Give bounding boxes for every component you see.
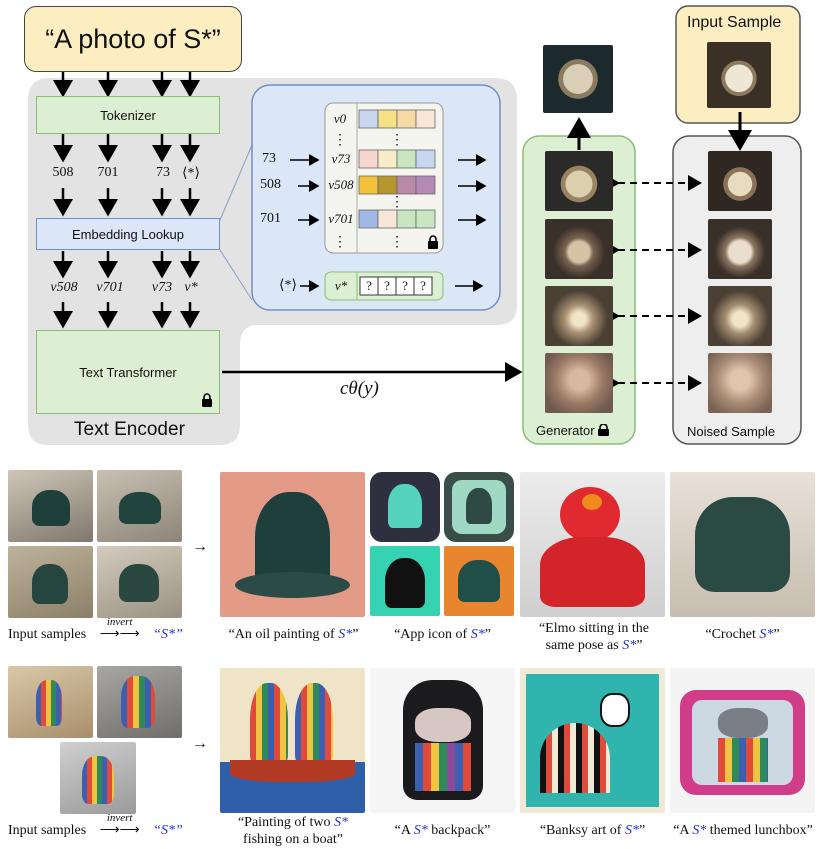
conditioning-label: cθ(y): [340, 378, 379, 399]
row-index-508: 508: [260, 177, 281, 192]
row-input-arrows: [290, 154, 320, 292]
embedding-lookup-box: Embedding Lookup: [36, 218, 220, 250]
arrow-right-icon: →: [192, 538, 208, 555]
lock-icon: [202, 393, 212, 407]
tokenizer-to-tokens-arrows: [53, 134, 200, 163]
result-app-icon-1: [370, 472, 440, 542]
tokens-to-lookup-arrows: [53, 188, 200, 217]
ellipsis-dots: ⋮ ⋮ ⋮ ⋮ ⋮: [333, 133, 404, 250]
svg-text:⋮: ⋮: [390, 195, 404, 210]
generator-step-3-image: [545, 286, 613, 346]
noised-step-1-image: [708, 151, 772, 211]
prompt-to-tokenizer-arrows: [53, 72, 200, 98]
caption-backpack: “A S* backpack”: [394, 823, 491, 838]
lock-icon: [598, 423, 610, 436]
vector-vstar: v*: [184, 280, 198, 295]
vector-v73: v73: [151, 280, 173, 295]
row-vector-v701: v701: [328, 211, 354, 226]
input-sample-thumb: [97, 666, 182, 738]
unknown-cell-2: ?: [384, 278, 390, 293]
caption-crochet: “Crochet S*”: [705, 627, 780, 642]
row-vector-v73: v73: [331, 151, 351, 166]
noised-step-4-image: [708, 353, 772, 413]
svg-text:⋮: ⋮: [333, 235, 347, 250]
caption-elmo: “Elmo sitting in the same pose as S*”: [538, 621, 650, 653]
svg-text:⋮: ⋮: [390, 235, 404, 250]
token-73: 73: [156, 165, 170, 180]
invert-caption: Input samples invert ⟶⟶ “S*”: [8, 616, 183, 642]
input-sample-label: Input Sample: [687, 14, 782, 31]
unknown-cell-1: ?: [366, 278, 372, 293]
result-backpack: [370, 668, 515, 813]
dashed-correspondence-arrows: [606, 175, 702, 391]
lock-icon: [428, 235, 438, 249]
input-sample-image: [707, 42, 771, 108]
input-sample-thumb: [8, 666, 93, 738]
arrow-right-icon: →: [192, 735, 208, 752]
svg-text:⋮: ⋮: [390, 133, 404, 148]
result-banksy-art: [520, 668, 665, 813]
input-sample-thumb: [97, 546, 182, 618]
prompt-box: “A photo of S*”: [24, 6, 242, 72]
vector-v508: v508: [50, 280, 78, 295]
lookup-to-vectors-arrows: [53, 251, 200, 279]
caption-app-icon: “App icon of S*”: [394, 627, 491, 642]
generator-step-4-image: [545, 353, 613, 413]
generator-step-1-image: [545, 151, 613, 211]
result-oil-painting: [220, 472, 365, 617]
embedding-lookup-label: Embedding Lookup: [71, 226, 185, 242]
result-lunchbox: [670, 668, 815, 813]
text-transformer-label: Text Transformer: [79, 364, 177, 380]
text-encoder-label: Text Encoder: [74, 419, 185, 440]
result-app-icon-4: [444, 546, 514, 616]
svg-text:⋮: ⋮: [333, 133, 347, 148]
row-vector-v0: v0: [333, 111, 347, 126]
tokenizer-label: Tokenizer: [100, 107, 156, 123]
unknown-cell-4: ?: [420, 278, 426, 293]
input-sample-thumb: [8, 470, 93, 542]
input-sample-thumb: [60, 742, 136, 814]
result-crochet: [670, 472, 815, 617]
star-token-label: ⟨*⟩: [279, 278, 297, 293]
caption-painting-two: “Painting of two S* fishing on a boat”: [237, 815, 349, 847]
row-index-73: 73: [262, 151, 276, 166]
unknown-cells: [359, 276, 433, 296]
prompt-text: “A photo of S*”: [45, 23, 221, 54]
result-app-icon-2: [444, 472, 514, 542]
vector-v701: v701: [96, 280, 124, 295]
token-508: 508: [52, 165, 74, 180]
invert-caption: Input samples invert ⟶⟶ “S*”: [8, 812, 183, 838]
row-output-arrows: [455, 154, 487, 292]
input-sample-thumb: [8, 546, 93, 618]
unknown-cell-3: ?: [402, 278, 408, 293]
star-vector-label: v*: [334, 278, 348, 293]
result-painting-two-cats: [220, 668, 365, 813]
token-star: ⟨*⟩: [182, 166, 200, 181]
row-index-701: 701: [260, 211, 281, 226]
vectors-to-transformer-arrows: [53, 302, 200, 329]
generator-label: Generator: [536, 423, 610, 438]
token-701: 701: [97, 165, 119, 180]
input-sample-thumb: [97, 470, 182, 542]
text-transformer-box: Text Transformer: [36, 330, 220, 414]
result-app-icon-3: [370, 546, 440, 616]
caption-oil-painting: “An oil painting of S*”: [228, 627, 359, 642]
noised-step-2-image: [708, 219, 772, 279]
caption-lunchbox: “A S* themed lunchbox”: [673, 823, 813, 838]
caption-banksy: “Banksy art of S*”: [539, 823, 646, 838]
row-vector-v508: v508: [328, 177, 354, 192]
embedding-rows: [358, 109, 436, 229]
zoom-callout-lines: [219, 144, 253, 301]
tokenizer-box: Tokenizer: [36, 96, 220, 134]
generated-output-image: [543, 45, 613, 113]
result-elmo: [520, 472, 665, 617]
noised-step-3-image: [708, 286, 772, 346]
noised-sample-label: Noised Sample: [687, 424, 776, 439]
generator-step-2-image: [545, 219, 613, 279]
